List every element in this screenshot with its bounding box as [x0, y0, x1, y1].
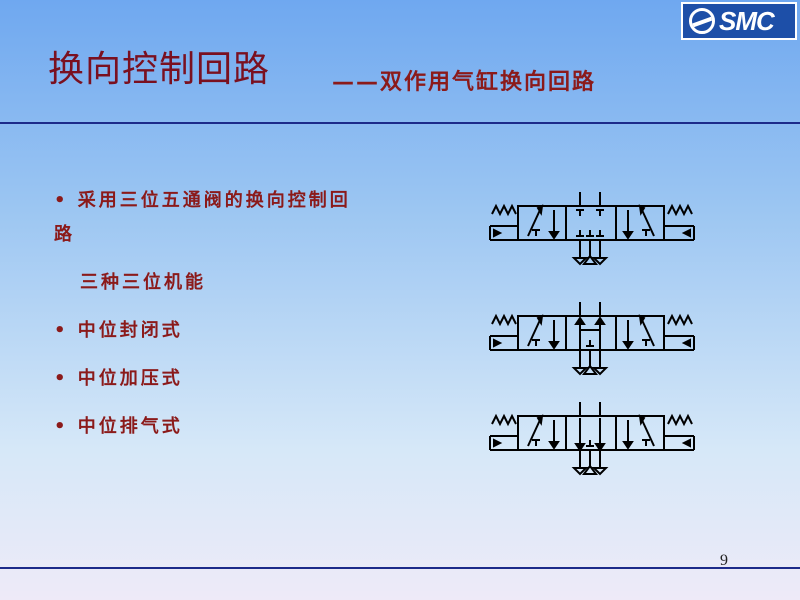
bullet-text: 中位加压式: [77, 368, 183, 389]
bullet-text: 中位排气式: [77, 416, 183, 437]
valve-diagram-exhaust-center: [489, 402, 695, 476]
page-title: 换向控制回路: [48, 49, 271, 90]
bullet-marker: •: [54, 416, 69, 437]
intro-line-cont: 路: [54, 224, 75, 245]
page-subtitle: ——双作用气缸换向回路: [332, 70, 597, 95]
bullet-text: 中位封闭式: [77, 320, 183, 341]
bullet-marker: •: [54, 320, 69, 341]
functions-heading: 三种三位机能: [80, 272, 206, 293]
footer-divider: [0, 567, 800, 569]
bullet-item-pressure: • 中位加压式: [54, 364, 183, 390]
page-number: 9: [720, 552, 728, 569]
title-divider: [0, 122, 800, 124]
valve-diagram-closed-center: [489, 192, 695, 266]
smc-logo: SMC: [681, 2, 797, 40]
smc-logo-text: SMC: [719, 5, 775, 36]
bullet-item-closed: • 中位封闭式: [54, 316, 183, 342]
bullet-marker: •: [54, 368, 69, 389]
bullet-item-exhaust: • 中位排气式: [54, 412, 183, 438]
valve-diagram-pressure-center: [489, 302, 695, 376]
smc-logo-mark: [689, 8, 715, 34]
intro-line: • 采用三位五通阀的换向控制回: [54, 190, 351, 211]
